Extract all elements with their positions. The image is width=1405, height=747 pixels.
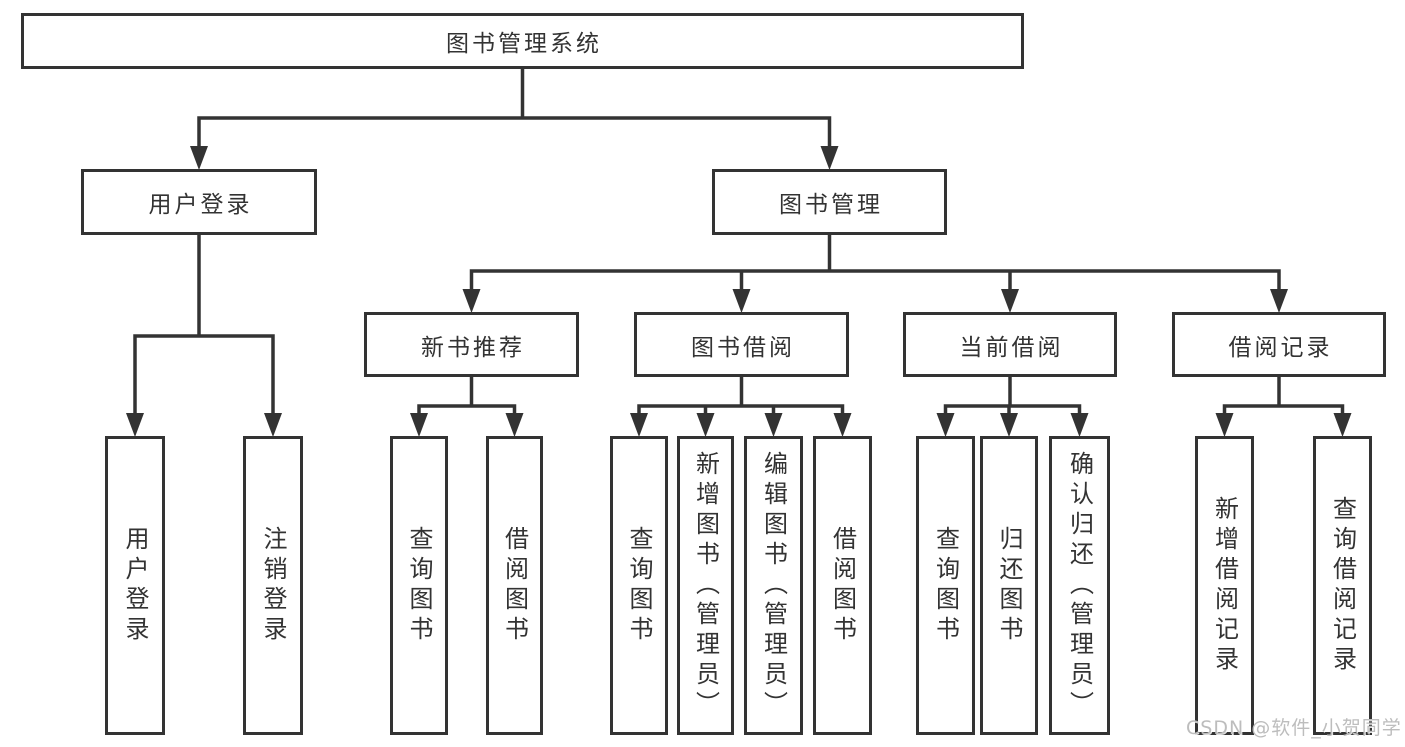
node-current-borrow-branch-label: 当前借阅	[959, 334, 1064, 361]
leaf-query-books-recommend: 查询图书	[390, 436, 448, 735]
leaf-query-borrow-record-label: 查询借阅记录	[1328, 495, 1357, 676]
arrowhead-down-icon	[833, 413, 852, 437]
leaf-query-borrow-record: 查询借阅记录	[1313, 436, 1372, 735]
leaf-user-login: 用户登录	[105, 436, 165, 735]
leaf-query-books-borrow-label: 查询图书	[625, 525, 653, 646]
arrowhead-down-icon	[1000, 413, 1018, 437]
leaf-add-books-admin: 新增图书（管理员）	[677, 436, 734, 735]
node-book-borrow-branch-label: 图书借阅	[691, 334, 795, 361]
node-borrow-records-branch: 借阅记录	[1172, 312, 1386, 377]
arrowhead-down-icon	[732, 289, 751, 313]
watermark-text: CSDN @软件_小贺同学	[1186, 717, 1402, 739]
node-book-management-branch-label: 图书管理	[779, 192, 883, 218]
arrowhead-down-icon	[1001, 289, 1019, 313]
node-book-management-branch: 图书管理	[712, 169, 947, 235]
arrowhead-down-icon	[505, 413, 524, 437]
leaf-add-borrow-record-label: 新增借阅记录	[1210, 495, 1239, 676]
leaf-add-books-admin-label: 新增图书（管理员）	[691, 450, 720, 721]
arrowhead-down-icon	[264, 413, 282, 437]
leaf-confirm-return-admin: 确认归还（管理员）	[1049, 436, 1110, 735]
arrowhead-down-icon	[1070, 413, 1089, 437]
arrowhead-down-icon	[462, 289, 481, 313]
node-user-login-branch: 用户登录	[81, 169, 317, 235]
leaf-return-books: 归还图书	[980, 436, 1038, 735]
arrowhead-down-icon	[410, 413, 428, 437]
node-book-borrow-branch: 图书借阅	[634, 312, 849, 377]
leaf-borrow-books-recommend-label: 借阅图书	[500, 525, 529, 646]
leaf-borrow-books-label: 借阅图书	[828, 525, 857, 646]
connector-lines	[133, 69, 1345, 416]
leaf-query-books-borrow: 查询图书	[610, 436, 668, 735]
arrowhead-down-icon	[1333, 413, 1352, 437]
leaf-return-books-label: 归还图书	[995, 525, 1023, 646]
leaf-borrow-books: 借阅图书	[813, 436, 872, 735]
leaf-edit-books-admin-label: 编辑图书（管理员）	[759, 450, 788, 721]
node-current-borrow-branch: 当前借阅	[903, 312, 1117, 377]
arrowhead-down-icon	[820, 146, 839, 170]
arrowhead-down-icon	[190, 146, 208, 170]
node-new-book-recommend-branch-label: 新书推荐	[421, 334, 525, 361]
leaf-logout-label: 注销登录	[259, 525, 287, 646]
leaf-query-books-recommend-label: 查询图书	[405, 525, 433, 646]
node-new-book-recommend-branch: 新书推荐	[364, 312, 579, 377]
leaf-logout: 注销登录	[243, 436, 303, 735]
node-user-login-branch-label: 用户登录	[148, 192, 253, 218]
arrowhead-down-icon	[696, 413, 715, 437]
arrowhead-down-icon	[630, 413, 648, 437]
arrowhead-down-icon	[126, 413, 144, 437]
leaf-edit-books-admin: 编辑图书（管理员）	[744, 436, 803, 735]
arrowhead-down-icon	[764, 413, 783, 437]
arrowhead-down-icon	[936, 413, 955, 437]
node-system-root-label: 图书管理系统	[446, 31, 602, 57]
leaf-query-books-current: 查询图书	[916, 436, 975, 735]
arrowhead-down-icon	[1270, 289, 1288, 313]
arrowhead-down-icon	[1215, 413, 1234, 437]
leaf-borrow-books-recommend: 借阅图书	[486, 436, 543, 735]
node-system-root: 图书管理系统	[21, 13, 1024, 69]
leaf-add-borrow-record: 新增借阅记录	[1195, 436, 1254, 735]
leaf-confirm-return-admin-label: 确认归还（管理员）	[1065, 450, 1094, 721]
leaf-query-books-current-label: 查询图书	[931, 525, 960, 646]
node-borrow-records-branch-label: 借阅记录	[1228, 334, 1333, 361]
leaf-user-login-label: 用户登录	[121, 525, 149, 646]
